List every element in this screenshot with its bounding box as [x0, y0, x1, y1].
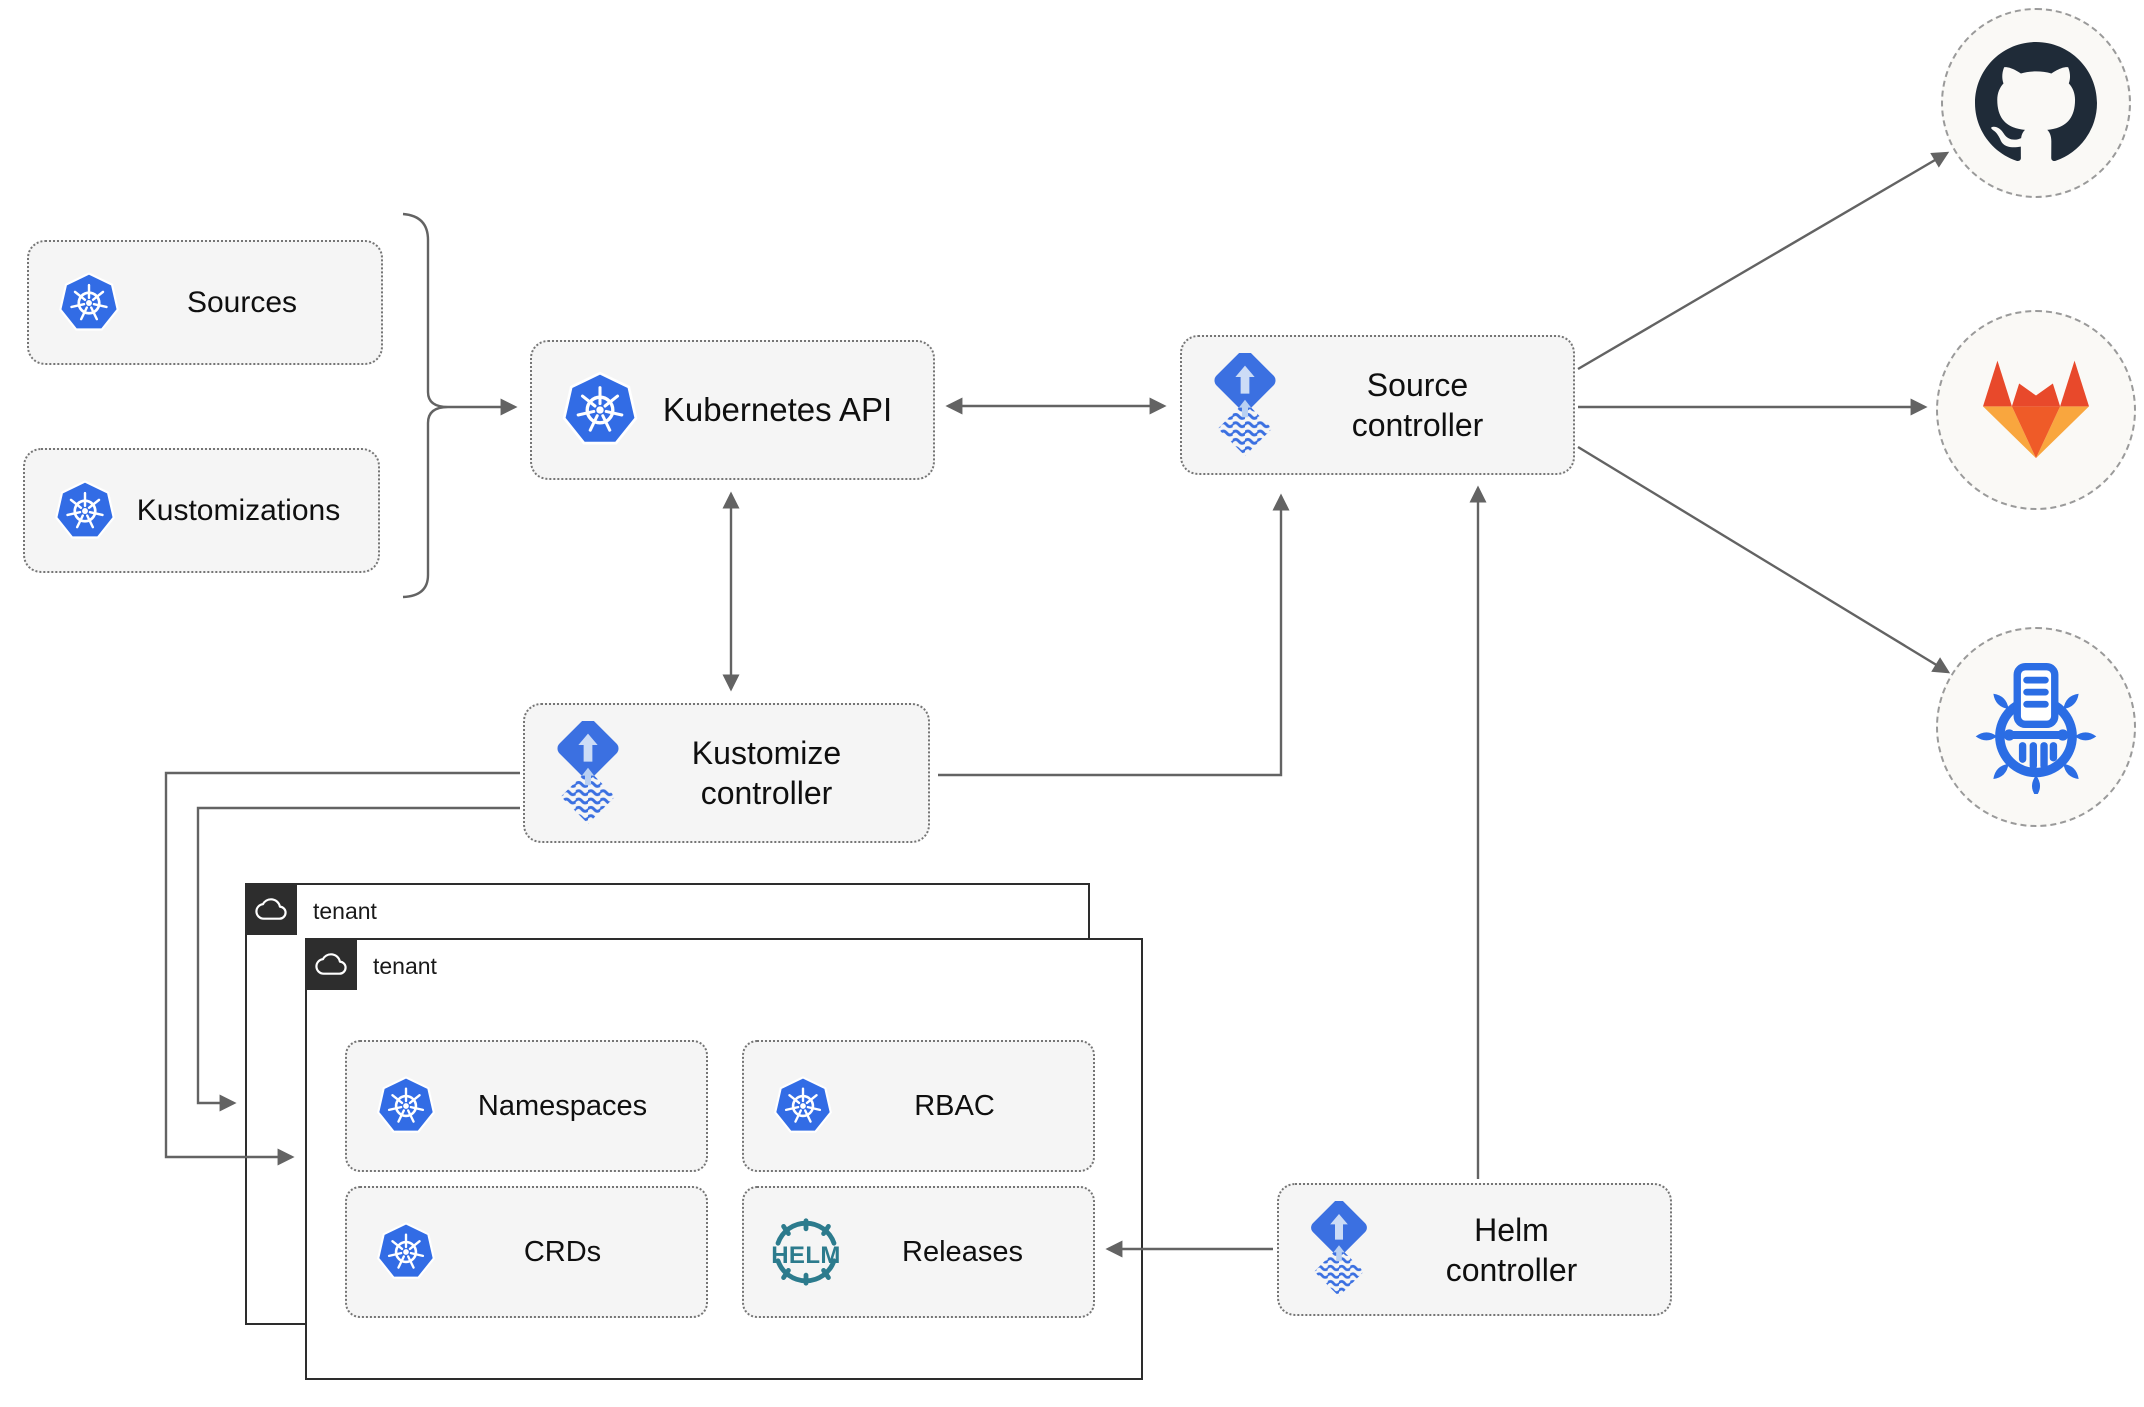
- kustomize-controller-label: Kustomize controller: [691, 735, 842, 811]
- registry-endpoint: [1936, 627, 2136, 827]
- flux-icon: [554, 721, 622, 824]
- namespaces-label: Namespaces: [477, 1089, 648, 1122]
- rbac-label: RBAC: [914, 1089, 995, 1122]
- kustomizations-box: Kustomizations: [23, 448, 380, 573]
- kubernetes-icon: [58, 271, 120, 331]
- releases-box: HELM Releases: [742, 1186, 1095, 1318]
- gitlab-endpoint: [1936, 310, 2136, 510]
- kubernetes-api-box: Kubernetes API: [530, 340, 935, 480]
- kustomizations-label: Kustomizations: [136, 493, 341, 527]
- bracket-sources-kustomizations: [402, 212, 449, 599]
- crds-box: CRDs: [345, 1186, 708, 1318]
- releases-label: Releases: [902, 1235, 1023, 1268]
- tenant-back-badge: [245, 883, 297, 935]
- helm-icon: HELM: [771, 1218, 841, 1286]
- source-controller-label: Source controller: [1351, 367, 1484, 443]
- flux-icon: [1308, 1200, 1370, 1296]
- kubernetes-api-label: Kubernetes API: [662, 391, 893, 429]
- kubernetes-icon: [54, 479, 116, 539]
- github-icon: [1975, 42, 2097, 161]
- helm-controller-label: Helm controller: [1445, 1211, 1578, 1288]
- helm-controller-box: Helm controller: [1277, 1183, 1672, 1316]
- sources-box: Sources: [27, 240, 383, 365]
- helm-logo-text: HELM: [771, 1242, 841, 1269]
- cloud-icon: [255, 898, 287, 920]
- tenant-front-label: tenant: [373, 953, 437, 979]
- flux-icon: [1211, 353, 1279, 456]
- edge-source-to-registry: [1577, 445, 1951, 674]
- kubernetes-icon: [773, 1076, 833, 1133]
- github-endpoint: [1941, 8, 2131, 198]
- kubernetes-icon: [562, 371, 638, 445]
- tenant-front-badge: [305, 938, 357, 990]
- kubernetes-icon: [376, 1076, 436, 1133]
- manifest-registry-icon: [1969, 660, 2103, 794]
- rbac-box: RBAC: [742, 1040, 1095, 1172]
- gitlab-icon: [1983, 360, 2089, 459]
- kustomize-controller-box: Kustomize controller: [523, 703, 930, 843]
- crds-label: CRDs: [523, 1235, 602, 1268]
- sources-label: Sources: [186, 285, 298, 319]
- tenant-back-label: tenant: [313, 898, 377, 924]
- source-controller-box: Source controller: [1180, 335, 1575, 475]
- cloud-icon: [315, 953, 347, 975]
- kubernetes-icon: [376, 1222, 436, 1279]
- namespaces-box: Namespaces: [345, 1040, 708, 1172]
- edge-source-to-github: [1577, 151, 1950, 371]
- edge-kustomize-to-source-controller: [938, 493, 1290, 777]
